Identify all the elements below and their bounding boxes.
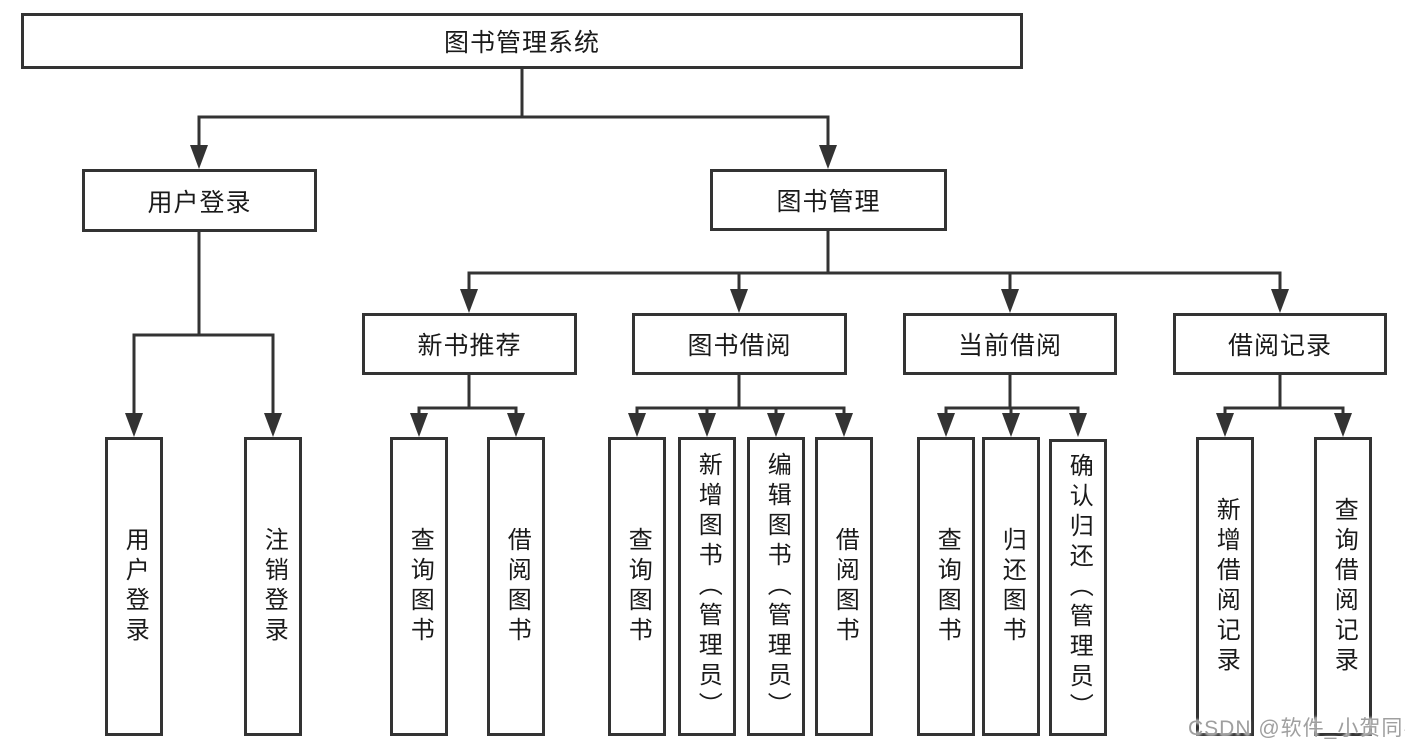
leaf-edit-book-admin: 编辑图书（管理员） (747, 437, 805, 736)
node-library-management-system: 图书管理系统 (21, 13, 1023, 69)
leaf-user-login: 用户登录 (105, 437, 163, 736)
leaf-borrow-books: 借阅图书 (815, 437, 873, 736)
leaf-query-borrow-record: 查询借阅记录 (1314, 437, 1372, 736)
arrowhead-icons (125, 145, 1352, 437)
leaf-query-books-borrow: 查询图书 (608, 437, 666, 736)
node-borrowing-records: 借阅记录 (1173, 313, 1387, 375)
leaf-return-book: 归还图书 (982, 437, 1040, 736)
watermark: CSDN @软件_小贺同学 (1188, 717, 1405, 740)
leaf-query-books-recommend: 查询图书 (390, 437, 448, 736)
leaf-add-borrow-record: 新增借阅记录 (1196, 437, 1254, 736)
node-current-borrowing: 当前借阅 (903, 313, 1117, 375)
leaf-add-book-admin: 新增图书（管理员） (678, 437, 736, 736)
leaf-logout: 注销登录 (244, 437, 302, 736)
leaf-borrow-books-recommend: 借阅图书 (487, 437, 545, 736)
leaf-confirm-return-admin: 确认归还（管理员） (1049, 439, 1107, 736)
leaf-query-books-current: 查询图书 (917, 437, 975, 736)
node-book-management: 图书管理 (710, 169, 947, 231)
node-new-book-recommendation: 新书推荐 (362, 313, 577, 375)
node-book-borrowing: 图书借阅 (632, 313, 847, 375)
node-user-login: 用户登录 (82, 169, 317, 232)
